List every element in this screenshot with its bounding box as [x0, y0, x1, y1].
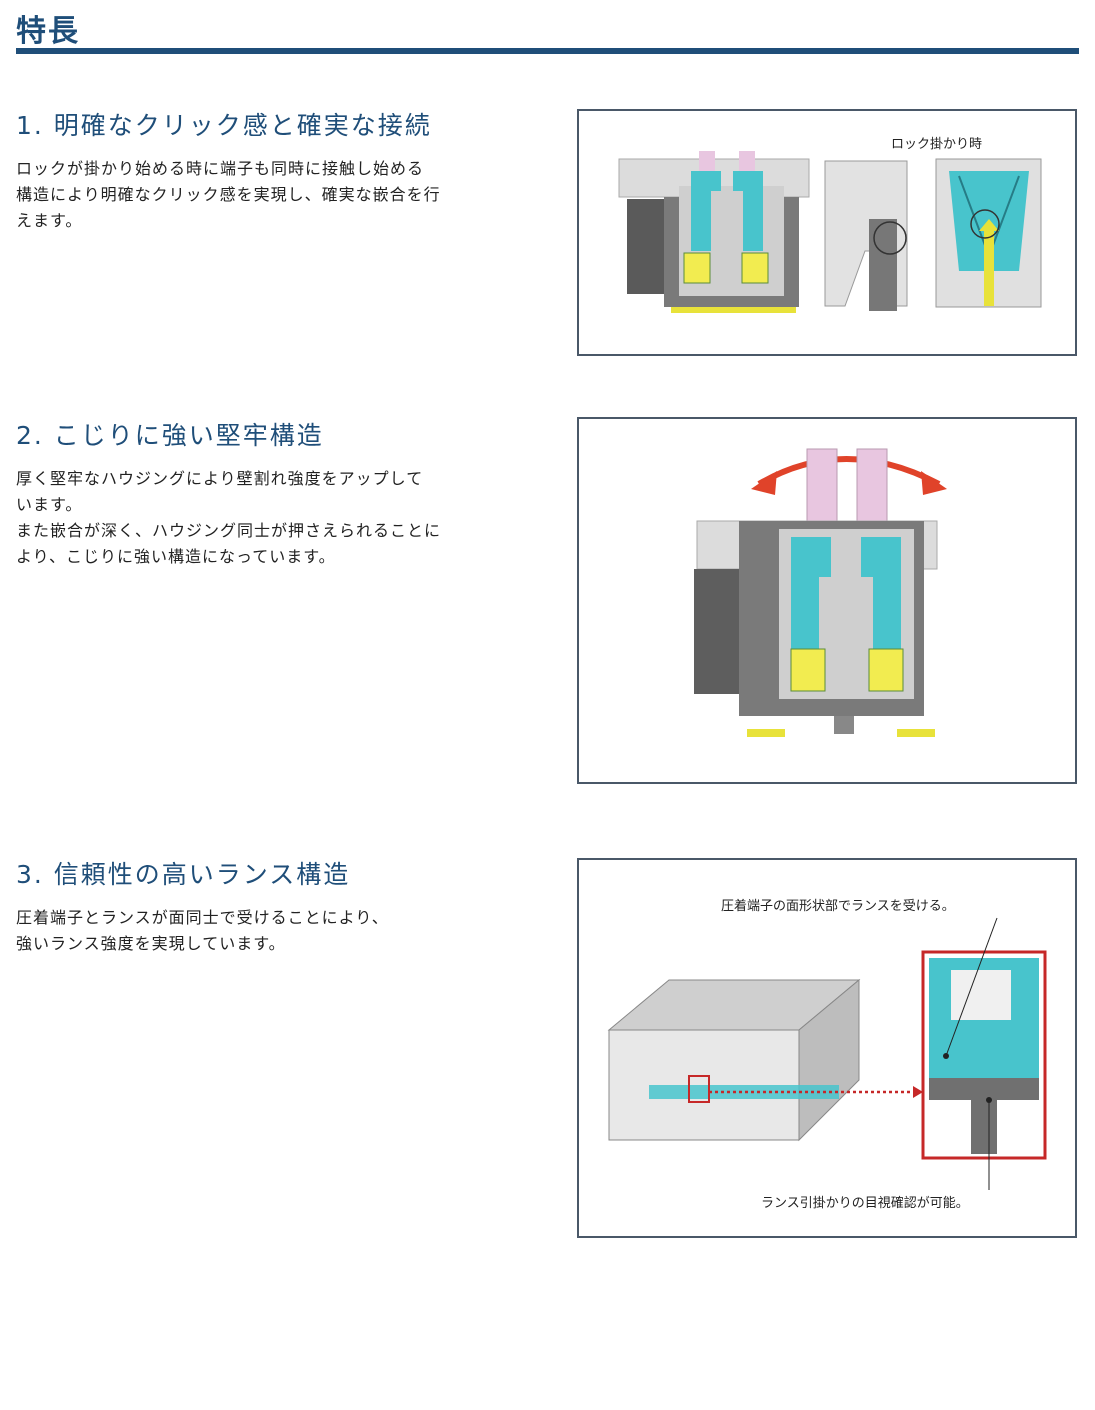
- figure-1-caption: ロック掛かり時: [891, 137, 983, 152]
- figure-1-click-connection: ロック掛かり時: [577, 109, 1077, 356]
- figure-3-caption-bottom: ランス引掛かりの目視確認が可能。: [761, 1196, 969, 1211]
- section-3: 3. 信頼性の高いランス構造 圧着端子とランスが面同士で受けることにより、 強い…: [16, 855, 536, 957]
- section-1-heading: 1. 明確なクリック感と確実な接続: [16, 111, 432, 140]
- section-1: 1. 明確なクリック感と確実な接続 ロックが掛かり始める時に端子も同時に接触し始…: [16, 106, 536, 234]
- section-2-heading: 2. こじりに強い堅牢構造: [16, 421, 324, 450]
- section-2-body: 厚く堅牢なハウジングにより壁割れ強度をアップして います。 また嵌合が深く、ハウ…: [16, 469, 442, 566]
- figure-2-robust-structure: [577, 417, 1077, 784]
- figure-2-illustration: [694, 448, 947, 737]
- title-rule: [16, 48, 1079, 54]
- section-3-heading: 3. 信頼性の高いランス構造: [16, 860, 351, 889]
- section-1-body: ロックが掛かり始める時に端子も同時に接触し始める 構造により明確なクリック感を実…: [16, 159, 441, 230]
- page-title: 特長: [16, 14, 80, 49]
- figure-3-illustration: [607, 917, 1047, 1190]
- figure-3-lance-structure: 圧着端子の面形状部でランスを受ける。 ランス引掛かりの目視確認が可能。: [577, 858, 1077, 1238]
- section-3-body: 圧着端子とランスが面同士で受けることにより、 強いランス強度を実現しています。: [16, 908, 389, 953]
- section-2: 2. こじりに強い堅牢構造 厚く堅牢なハウジングにより壁割れ強度をアップして い…: [16, 416, 536, 570]
- figure-1-illustration: [618, 151, 1042, 313]
- figure-3-caption-top: 圧着端子の面形状部でランスを受ける。: [721, 899, 955, 914]
